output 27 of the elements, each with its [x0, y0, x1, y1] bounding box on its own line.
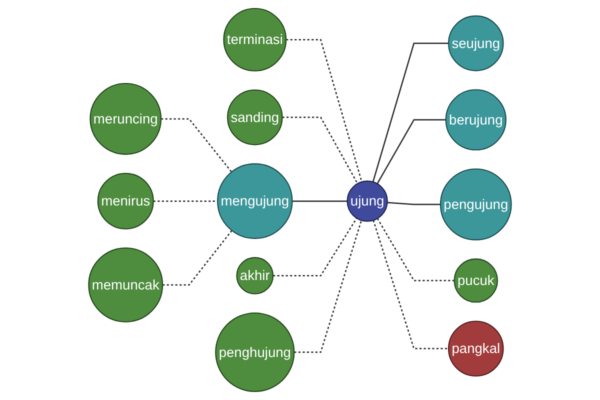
- node-circle: meruncing: [90, 82, 162, 155]
- node-circle: terminasi: [223, 8, 287, 72]
- connector: [376, 218, 454, 282]
- connector: [376, 119, 446, 184]
- node-circle: pengujung: [440, 168, 512, 240]
- connector: [286, 39, 362, 182]
- node-circle: mengujung: [217, 163, 293, 239]
- connector: [273, 218, 358, 276]
- connector: [162, 230, 232, 286]
- node-circle: seujung: [448, 15, 504, 72]
- connector: [153, 200, 218, 202]
- connector: [282, 116, 358, 184]
- connector: [294, 220, 362, 353]
- node-circle: penghujung: [215, 312, 295, 392]
- connector: [161, 118, 232, 172]
- connector: [372, 220, 449, 350]
- connector: [292, 200, 348, 202]
- node-circle: pangkal: [448, 320, 504, 376]
- node-circle: berujung: [445, 89, 506, 150]
- node-circle: pucuk: [454, 258, 498, 303]
- connector: [372, 42, 449, 182]
- node-circle: ujung: [346, 180, 388, 222]
- node-circle: menirus: [97, 172, 154, 230]
- node-circle: memuncak: [88, 247, 164, 322]
- node-circle: akhir: [236, 257, 274, 294]
- node-circle: sanding: [227, 89, 283, 146]
- connector: [387, 202, 440, 206]
